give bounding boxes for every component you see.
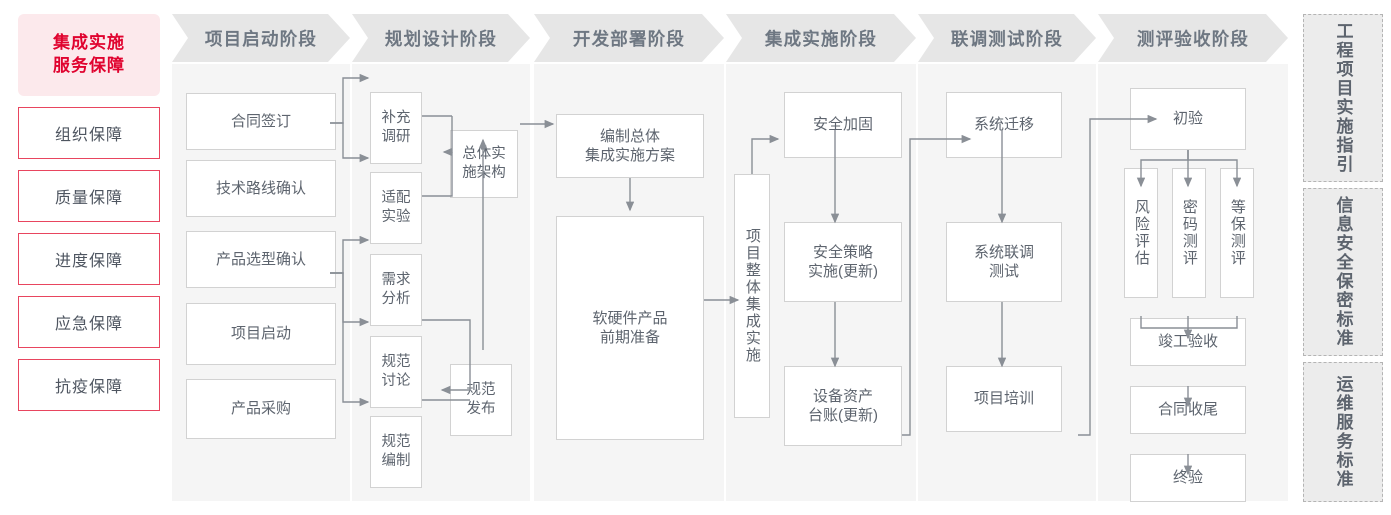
phase-column-development: 开发部署阶段 编制总体 集成实施方案 软硬件产品 前期准备 — [534, 14, 724, 501]
phase-body-initiation: 合同签订 技术路线确认 产品选型确认 项目启动 产品采购 — [172, 64, 350, 501]
node-project-training[interactable]: 项目培训 — [946, 366, 1062, 432]
node-security-policy-impl[interactable]: 安全策略 实施(更新) — [784, 222, 902, 302]
node-label: 适配 实验 — [381, 190, 411, 225]
node-label: 需求 分析 — [381, 272, 411, 307]
node-label: 总体实 施架构 — [462, 146, 506, 181]
node-label: 规范 编制 — [381, 434, 411, 469]
phase-column-acceptance: 测评验收阶段 初验 风险评估 密码测评 等保测评 竣工验收 合同收尾 终验 — [1098, 14, 1288, 502]
node-label: 补充 调研 — [381, 110, 411, 145]
node-label: 规范 发布 — [466, 382, 496, 417]
node-requirement-analysis[interactable]: 需求 分析 — [370, 254, 422, 326]
node-contract-closure[interactable]: 合同收尾 — [1130, 386, 1246, 434]
node-spec-release[interactable]: 规范 发布 — [450, 364, 512, 436]
phase-column-initiation: 项目启动阶段 合同签订 技术路线确认 产品选型确认 项目启动 产品采购 — [172, 14, 350, 501]
phase-header-joint-testing[interactable]: 联调测试阶段 — [918, 14, 1096, 62]
node-product-purchase[interactable]: 产品采购 — [186, 379, 336, 439]
node-tech-route-confirm[interactable]: 技术路线确认 — [186, 160, 336, 217]
diagram-title-line-2: 服务保障 — [53, 56, 125, 75]
phase-column-integration: 集成实施阶段 项目整体集成实施 安全加固 安全策略 实施(更新) 设备资产 台账… — [726, 14, 916, 501]
legend-label: 工程项目实施指引 — [1333, 22, 1353, 174]
phase-body-integration: 项目整体集成实施 安全加固 安全策略 实施(更新) 设备资产 台账(更新) — [726, 64, 916, 501]
node-label: 设备资产 台账(更新) — [808, 387, 878, 425]
node-overall-project-integration[interactable]: 项目整体集成实施 — [734, 174, 770, 418]
diagram-title: 集成实施 服务保障 — [18, 14, 160, 96]
phase-header-development[interactable]: 开发部署阶段 — [534, 14, 724, 62]
node-product-selection[interactable]: 产品选型确认 — [186, 231, 336, 288]
node-hw-sw-preparation[interactable]: 软硬件产品 前期准备 — [556, 216, 704, 440]
guarantee-item-organization[interactable]: 组织保障 — [18, 107, 160, 159]
node-project-kickoff[interactable]: 项目启动 — [186, 303, 336, 365]
phase-body-planning: 补充 调研 适配 实验 需求 分析 规范 讨论 规范 编制 总体实 施架构 规范… — [352, 64, 530, 501]
phase-header-planning[interactable]: 规划设计阶段 — [352, 14, 530, 62]
legend-box-security-standard[interactable]: 信息安全保密标准 — [1303, 188, 1383, 356]
legend-label: 信息安全保密标准 — [1333, 196, 1353, 348]
phase-header-acceptance[interactable]: 测评验收阶段 — [1098, 14, 1288, 62]
node-system-joint-test[interactable]: 系统联调 测试 — [946, 222, 1062, 302]
node-overall-architecture[interactable]: 总体实 施架构 — [450, 130, 518, 198]
phase-column-planning: 规划设计阶段 补充 调研 适配 实验 需求 分析 规范 讨论 规范 编制 总体实… — [352, 14, 530, 501]
legend-box-ops-standard[interactable]: 运维服务标准 — [1303, 362, 1383, 502]
node-label: 软硬件产品 前期准备 — [592, 309, 668, 347]
node-security-hardening[interactable]: 安全加固 — [784, 92, 902, 158]
node-risk-assessment[interactable]: 风险评估 — [1124, 168, 1158, 298]
node-final-acceptance[interactable]: 终验 — [1130, 454, 1246, 502]
phase-header-integration[interactable]: 集成实施阶段 — [726, 14, 916, 62]
node-preliminary-acceptance[interactable]: 初验 — [1130, 88, 1246, 150]
node-asset-ledger-update[interactable]: 设备资产 台账(更新) — [784, 366, 902, 446]
phase-column-joint-testing: 联调测试阶段 系统迁移 系统联调 测试 项目培训 — [918, 14, 1096, 501]
diagram-title-line-1: 集成实施 — [53, 33, 125, 53]
phase-body-acceptance: 初验 风险评估 密码测评 等保测评 竣工验收 合同收尾 终验 — [1098, 64, 1288, 502]
guarantee-column: 集成实施 服务保障 组织保障 质量保障 进度保障 应急保障 抗疫保障 — [18, 14, 160, 411]
node-contract-signing[interactable]: 合同签订 — [186, 93, 336, 150]
node-supplementary-research[interactable]: 补充 调研 — [370, 92, 422, 164]
phase-body-joint-testing: 系统迁移 系统联调 测试 项目培训 — [918, 64, 1096, 501]
node-label: 规范 讨论 — [381, 354, 411, 389]
guarantee-item-schedule[interactable]: 进度保障 — [18, 233, 160, 285]
node-label: 编制总体 集成实施方案 — [584, 127, 675, 165]
node-system-migration[interactable]: 系统迁移 — [946, 92, 1062, 158]
node-overall-integration-plan[interactable]: 编制总体 集成实施方案 — [556, 114, 704, 178]
node-spec-drafting[interactable]: 规范 编制 — [370, 416, 422, 488]
phase-header-initiation[interactable]: 项目启动阶段 — [172, 14, 350, 62]
legend-label: 运维服务标准 — [1333, 375, 1353, 489]
node-spec-discussion[interactable]: 规范 讨论 — [370, 336, 422, 408]
node-completion-acceptance[interactable]: 竣工验收 — [1130, 318, 1246, 366]
guarantee-item-emergency[interactable]: 应急保障 — [18, 296, 160, 348]
legend-box-engineering-guide[interactable]: 工程项目实施指引 — [1303, 14, 1383, 182]
guarantee-item-quality[interactable]: 质量保障 — [18, 170, 160, 222]
node-crypto-evaluation[interactable]: 密码测评 — [1172, 168, 1206, 298]
phase-body-development: 编制总体 集成实施方案 软硬件产品 前期准备 — [534, 64, 724, 501]
node-label: 安全策略 实施(更新) — [808, 243, 878, 281]
node-classified-protection-evaluation[interactable]: 等保测评 — [1220, 168, 1254, 298]
guarantee-item-epidemic[interactable]: 抗疫保障 — [18, 359, 160, 411]
node-adaptation-experiment[interactable]: 适配 实验 — [370, 172, 422, 244]
node-label: 系统联调 测试 — [973, 243, 1034, 281]
